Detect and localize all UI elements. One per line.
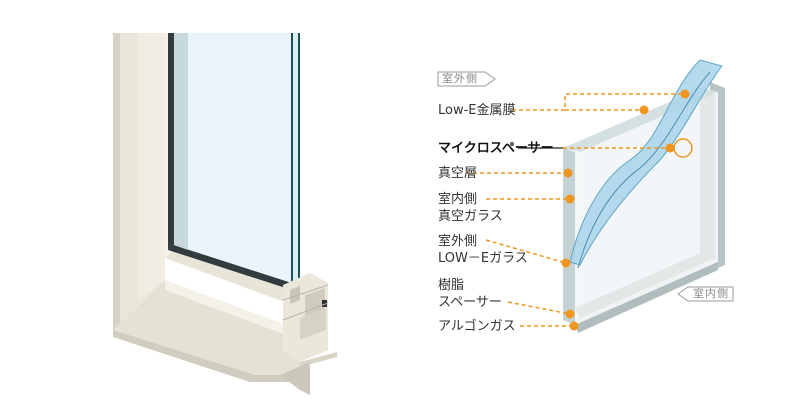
label-exterior-low-e-glass-line2: LOW－Eガラス [438,251,528,266]
label-vacuum-layer: 真空層 [438,166,478,181]
window-frame-graphic [113,33,337,395]
label-exterior-low-e-glass-line1: 室外側 [438,234,478,249]
interior-side-tag: 室内側 [693,287,729,300]
label-resin-spacer-line2: スペーサー [438,295,502,310]
label-argon-gas: アルゴンガス [438,319,516,334]
label-interior-vacuum-glass-line2: 真空ガラス [438,209,503,224]
glass-cutaway-graphic [437,59,734,333]
glass-cutaway-illustration: 室外側 室内側 Low-E金属膜 マイクロスペーサー 真空層 室内側 真空ガラス… [400,0,810,405]
exterior-side-tag: 室外側 [442,72,478,85]
window-frame-illustration [0,0,400,405]
label-low-e-metal-film: Low-E金属膜 [438,103,516,118]
label-micro-spacer: マイクロスペーサー [438,141,554,156]
label-resin-spacer-line1: 樹脂 [438,278,465,293]
label-interior-vacuum-glass-line1: 室内側 [438,192,478,207]
